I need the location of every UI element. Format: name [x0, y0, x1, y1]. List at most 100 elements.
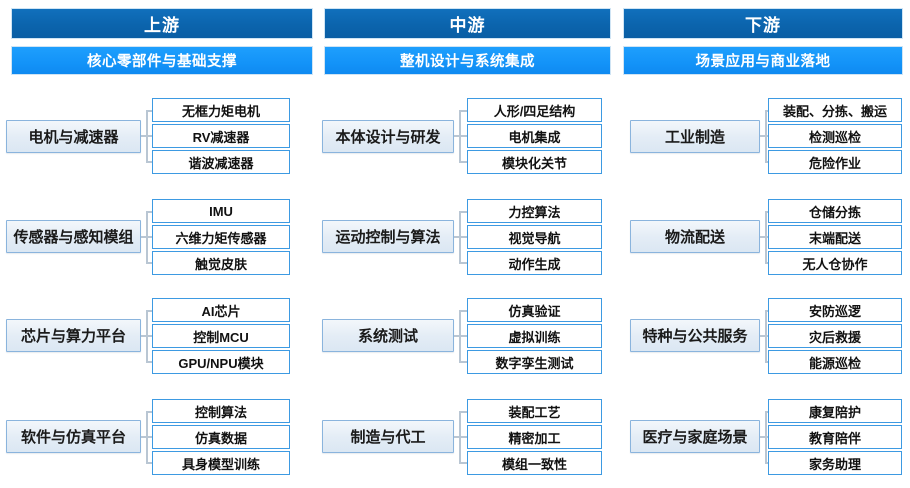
- leaf-box[interactable]: 灾后救援: [768, 324, 902, 348]
- leaf-label: GPU/NPU模块: [178, 355, 264, 371]
- leaf-box[interactable]: 装配、分拣、搬运: [768, 98, 902, 122]
- leaf-box[interactable]: 模组一致性: [467, 451, 602, 475]
- column-subtitle-downstream: 场景应用与商业落地: [623, 46, 903, 75]
- leaf-label: 家务助理: [808, 456, 861, 472]
- category-label: 特种与公共服务: [642, 328, 748, 345]
- leaf-box[interactable]: 动作生成: [467, 251, 602, 275]
- connector-bracket: [141, 110, 157, 163]
- leaf-label: 检测巡检: [808, 129, 861, 145]
- category-label: 电机与减速器: [28, 129, 119, 146]
- leaf-box[interactable]: RV减速器: [152, 124, 290, 148]
- leaf-box[interactable]: 触觉皮肤: [152, 251, 290, 275]
- category-box[interactable]: 传感器与感知模组: [6, 220, 141, 253]
- category-label: 传感器与感知模组: [13, 229, 134, 246]
- leaf-label: 无人仓协作: [802, 256, 868, 272]
- category-label: 运动控制与算法: [335, 229, 441, 246]
- leaf-label: 危险作业: [808, 155, 861, 171]
- leaf-label: RV减速器: [192, 129, 250, 145]
- leaf-box[interactable]: 仿真数据: [152, 425, 290, 449]
- leaf-label: 康复陪护: [808, 404, 861, 420]
- leaf-box[interactable]: 精密加工: [467, 425, 602, 449]
- connector-bracket: [454, 211, 470, 264]
- category-label: 物流配送: [664, 229, 725, 246]
- leaf-box[interactable]: 虚拟训练: [467, 324, 602, 348]
- leaf-box[interactable]: AI芯片: [152, 298, 290, 322]
- leaf-box[interactable]: 六维力矩传感器: [152, 225, 290, 249]
- leaf-box[interactable]: 装配工艺: [467, 399, 602, 423]
- connector-bracket: [141, 211, 157, 264]
- leaf-box[interactable]: 仿真验证: [467, 298, 602, 322]
- column-header-label: 中游: [449, 16, 486, 35]
- leaf-box[interactable]: 模块化关节: [467, 150, 602, 174]
- connector-bracket: [454, 310, 470, 363]
- leaf-box[interactable]: 能源巡检: [768, 350, 902, 374]
- leaf-label: 控制算法: [194, 404, 247, 420]
- leaf-box[interactable]: GPU/NPU模块: [152, 350, 290, 374]
- column-subtitle-label: 场景应用与商业落地: [695, 54, 831, 70]
- category-box[interactable]: 软件与仿真平台: [6, 420, 141, 453]
- column-subtitle-midstream: 整机设计与系统集成: [324, 46, 611, 75]
- column-header-label: 上游: [144, 16, 180, 35]
- leaf-label: 具身模型训练: [181, 456, 260, 472]
- category-label: 系统测试: [357, 328, 418, 345]
- leaf-label: 数字孪生测试: [495, 355, 574, 371]
- leaf-box[interactable]: 危险作业: [768, 150, 902, 174]
- leaf-label: 仓储分拣: [808, 204, 861, 220]
- connector-bracket: [454, 110, 470, 163]
- category-label: 制造与代工: [350, 429, 426, 446]
- column-subtitle-label: 核心零部件与基础支撑: [87, 54, 237, 70]
- leaf-label: 灾后救援: [808, 329, 861, 345]
- category-label: 医疗与家庭场景: [642, 429, 748, 446]
- leaf-box[interactable]: 末端配送: [768, 225, 902, 249]
- category-box[interactable]: 芯片与算力平台: [6, 319, 141, 352]
- category-box[interactable]: 物流配送: [630, 220, 760, 253]
- leaf-box[interactable]: 人形/四足结构: [467, 98, 602, 122]
- leaf-label: 电机集成: [508, 129, 561, 145]
- category-box[interactable]: 本体设计与研发: [322, 120, 454, 153]
- category-box[interactable]: 电机与减速器: [6, 120, 141, 153]
- leaf-box[interactable]: IMU: [152, 199, 290, 223]
- leaf-box[interactable]: 仓储分拣: [768, 199, 902, 223]
- column-subtitle-label: 整机设计与系统集成: [400, 54, 535, 70]
- leaf-box[interactable]: 视觉导航: [467, 225, 602, 249]
- column-subtitle-upstream: 核心零部件与基础支撑: [11, 46, 313, 75]
- leaf-box[interactable]: 家务助理: [768, 451, 902, 475]
- leaf-label: 能源巡检: [808, 355, 861, 371]
- leaf-box[interactable]: 无框力矩电机: [152, 98, 290, 122]
- category-box[interactable]: 工业制造: [630, 120, 760, 153]
- column-header-downstream: 下游: [623, 8, 903, 39]
- category-box[interactable]: 医疗与家庭场景: [630, 420, 760, 453]
- leaf-box[interactable]: 教育陪伴: [768, 425, 902, 449]
- leaf-label: 装配工艺: [508, 404, 561, 420]
- leaf-label: 控制MCU: [193, 329, 249, 345]
- leaf-box[interactable]: 无人仓协作: [768, 251, 902, 275]
- leaf-label: 谐波减速器: [188, 155, 254, 171]
- leaf-label: 六维力矩传感器: [175, 230, 267, 246]
- leaf-box[interactable]: 谐波减速器: [152, 150, 290, 174]
- leaf-box[interactable]: 安防巡逻: [768, 298, 902, 322]
- leaf-label: 末端配送: [808, 230, 861, 246]
- leaf-box[interactable]: 数字孪生测试: [467, 350, 602, 374]
- leaf-box[interactable]: 电机集成: [467, 124, 602, 148]
- leaf-box[interactable]: 检测巡检: [768, 124, 902, 148]
- connector-bracket: [454, 411, 470, 464]
- category-label: 芯片与算力平台: [20, 328, 126, 345]
- leaf-label: 教育陪伴: [808, 430, 861, 446]
- leaf-label: 触觉皮肤: [194, 256, 247, 272]
- leaf-box[interactable]: 力控算法: [467, 199, 602, 223]
- leaf-box[interactable]: 控制算法: [152, 399, 290, 423]
- column-header-midstream: 中游: [324, 8, 611, 39]
- leaf-label: 仿真数据: [194, 430, 247, 446]
- category-box[interactable]: 特种与公共服务: [630, 319, 760, 352]
- category-label: 本体设计与研发: [335, 129, 441, 146]
- leaf-box[interactable]: 康复陪护: [768, 399, 902, 423]
- leaf-label: 无框力矩电机: [181, 103, 260, 119]
- leaf-label: 虚拟训练: [508, 329, 561, 345]
- category-box[interactable]: 系统测试: [322, 319, 454, 352]
- leaf-box[interactable]: 具身模型训练: [152, 451, 290, 475]
- category-label: 软件与仿真平台: [20, 429, 126, 446]
- category-box[interactable]: 制造与代工: [322, 420, 454, 453]
- category-box[interactable]: 运动控制与算法: [322, 220, 454, 253]
- leaf-box[interactable]: 控制MCU: [152, 324, 290, 348]
